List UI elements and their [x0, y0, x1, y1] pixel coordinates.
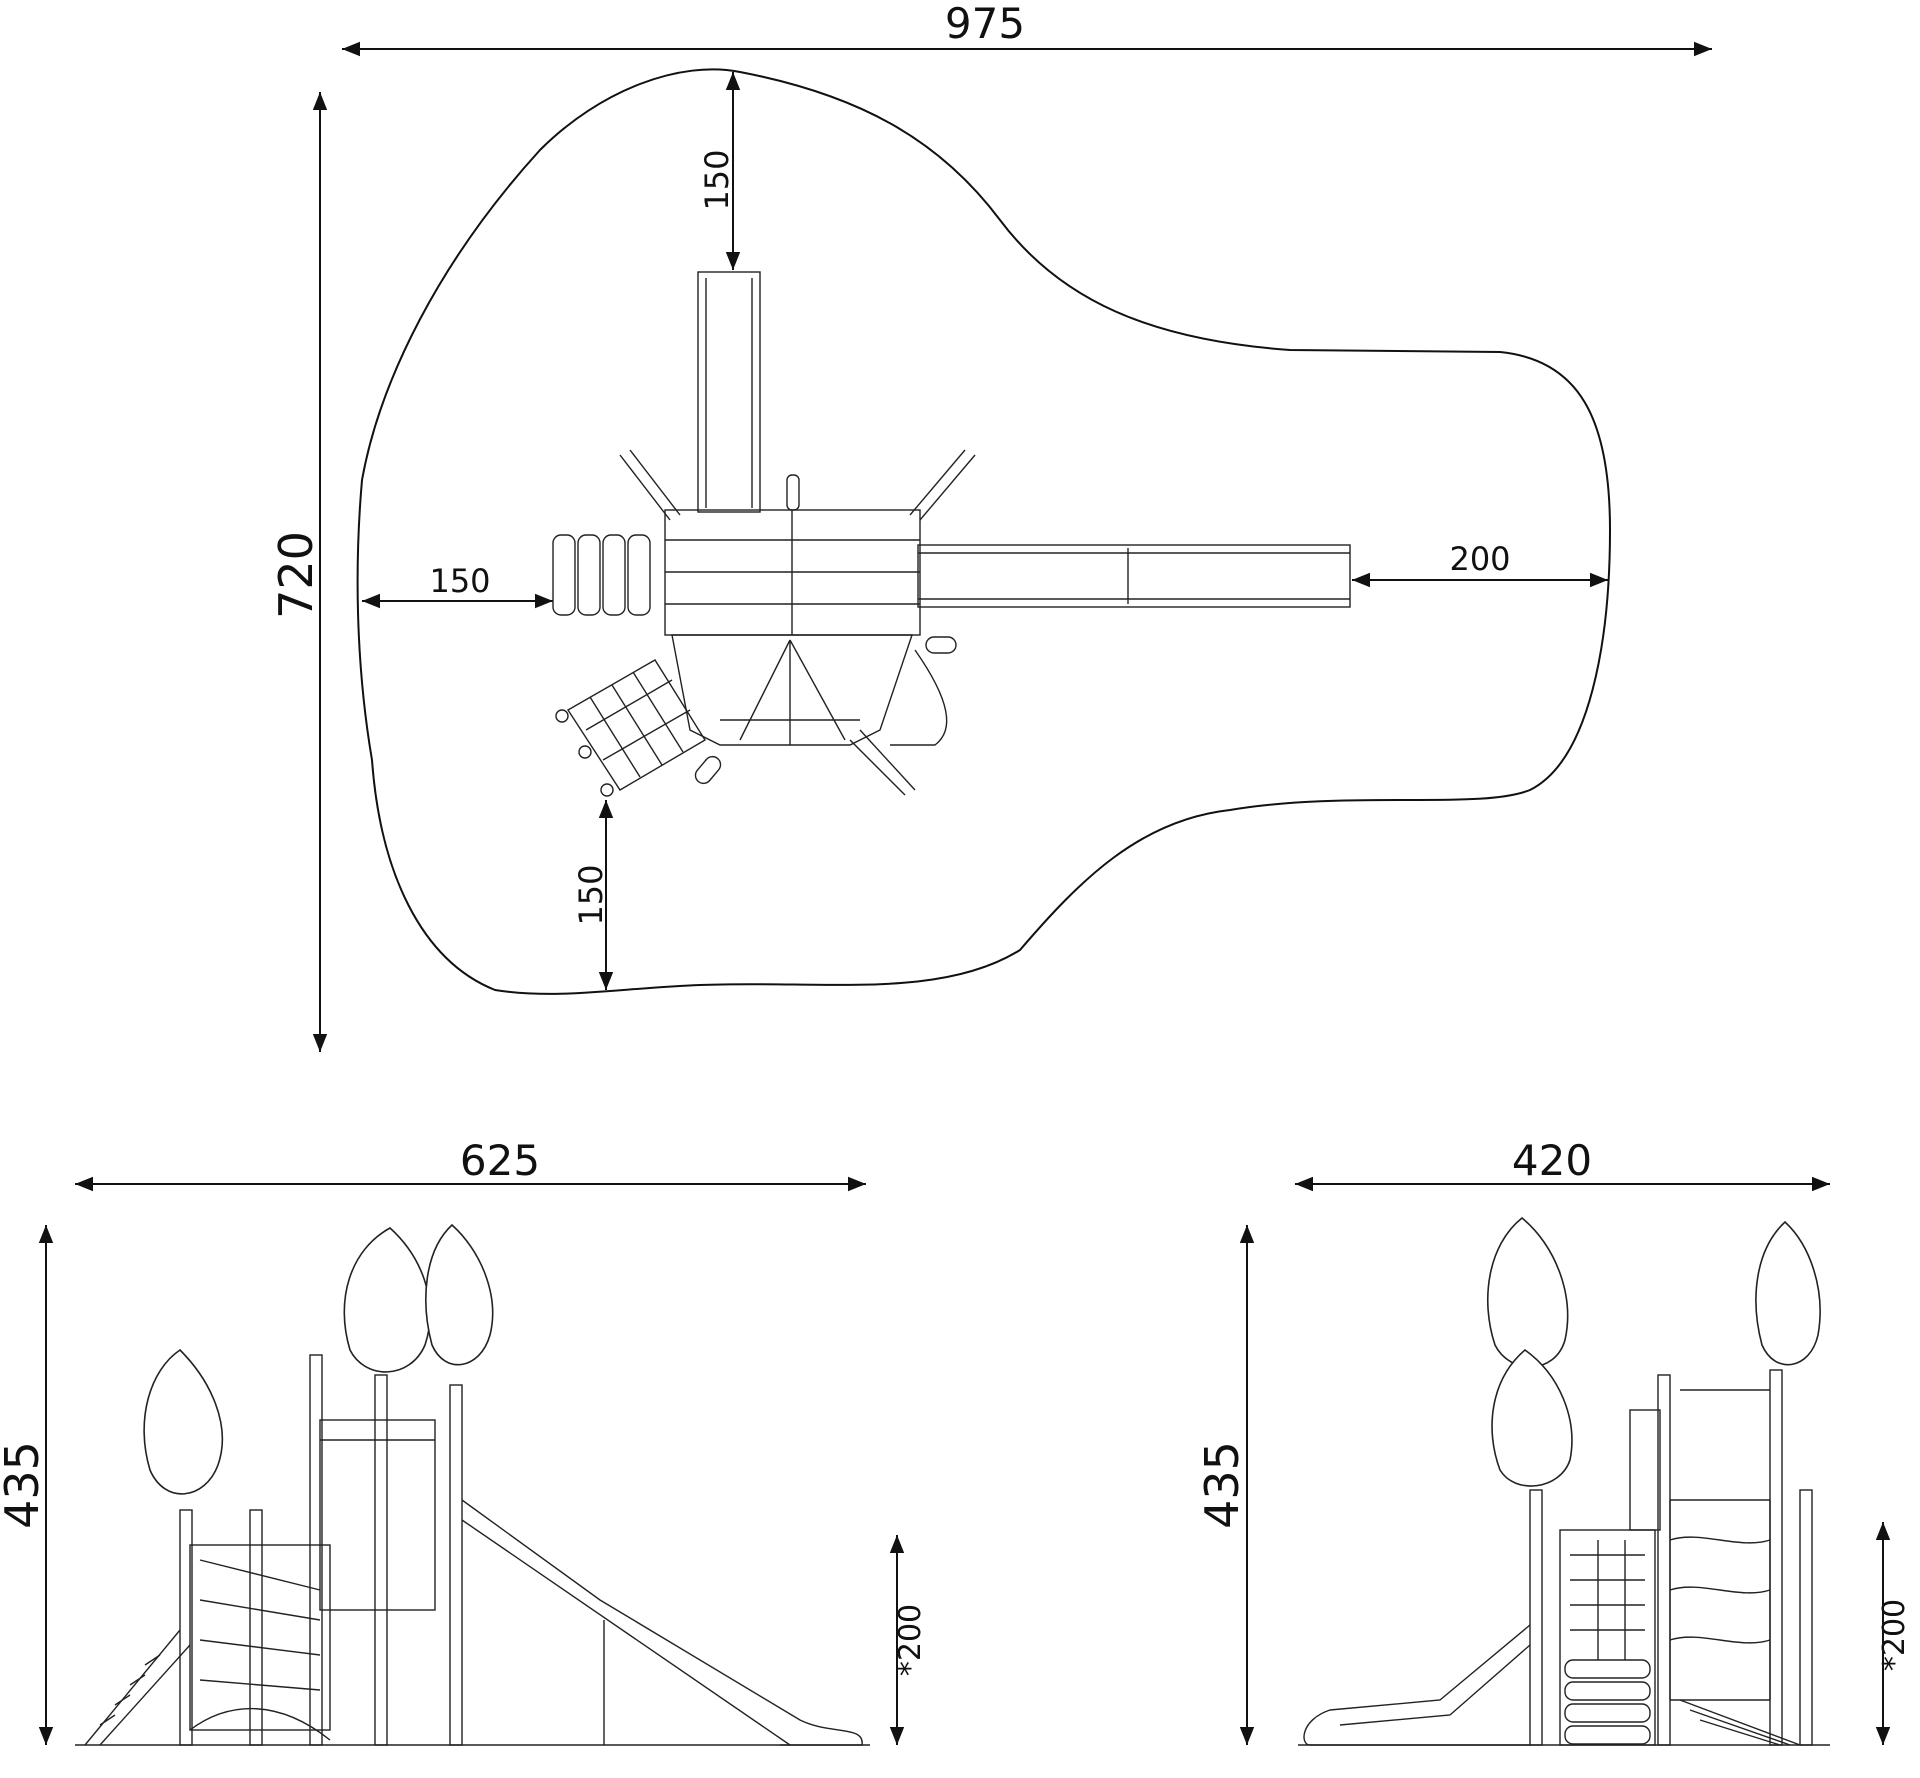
side-equipment	[1303, 1216, 1821, 1746]
side-width-label: 420	[1512, 1136, 1592, 1185]
clearance-bottom-label: 150	[572, 864, 610, 925]
overall-width-label: 975	[945, 0, 1025, 48]
safety-zone-outline	[356, 68, 1612, 995]
front-fall-height-label: *200	[893, 1604, 928, 1676]
side-view: 420 435 *200	[1195, 1136, 1912, 1746]
side-fall-height-label: *200	[1877, 1599, 1912, 1671]
front-equipment	[84, 1223, 863, 1746]
overall-depth-label: 720	[269, 531, 323, 619]
front-view: 625 435 *200	[0, 1136, 928, 1746]
equipment-plan	[552, 271, 1351, 797]
plan-view: 975 720 150 150 150 200	[269, 0, 1712, 1052]
clearance-top-label: 150	[698, 149, 736, 210]
clearance-left-label: 150	[429, 562, 490, 600]
side-height-label: 435	[1195, 1441, 1249, 1529]
clearance-right-label: 200	[1449, 540, 1510, 578]
front-width-label: 625	[460, 1136, 540, 1185]
front-height-label: 435	[0, 1441, 49, 1529]
